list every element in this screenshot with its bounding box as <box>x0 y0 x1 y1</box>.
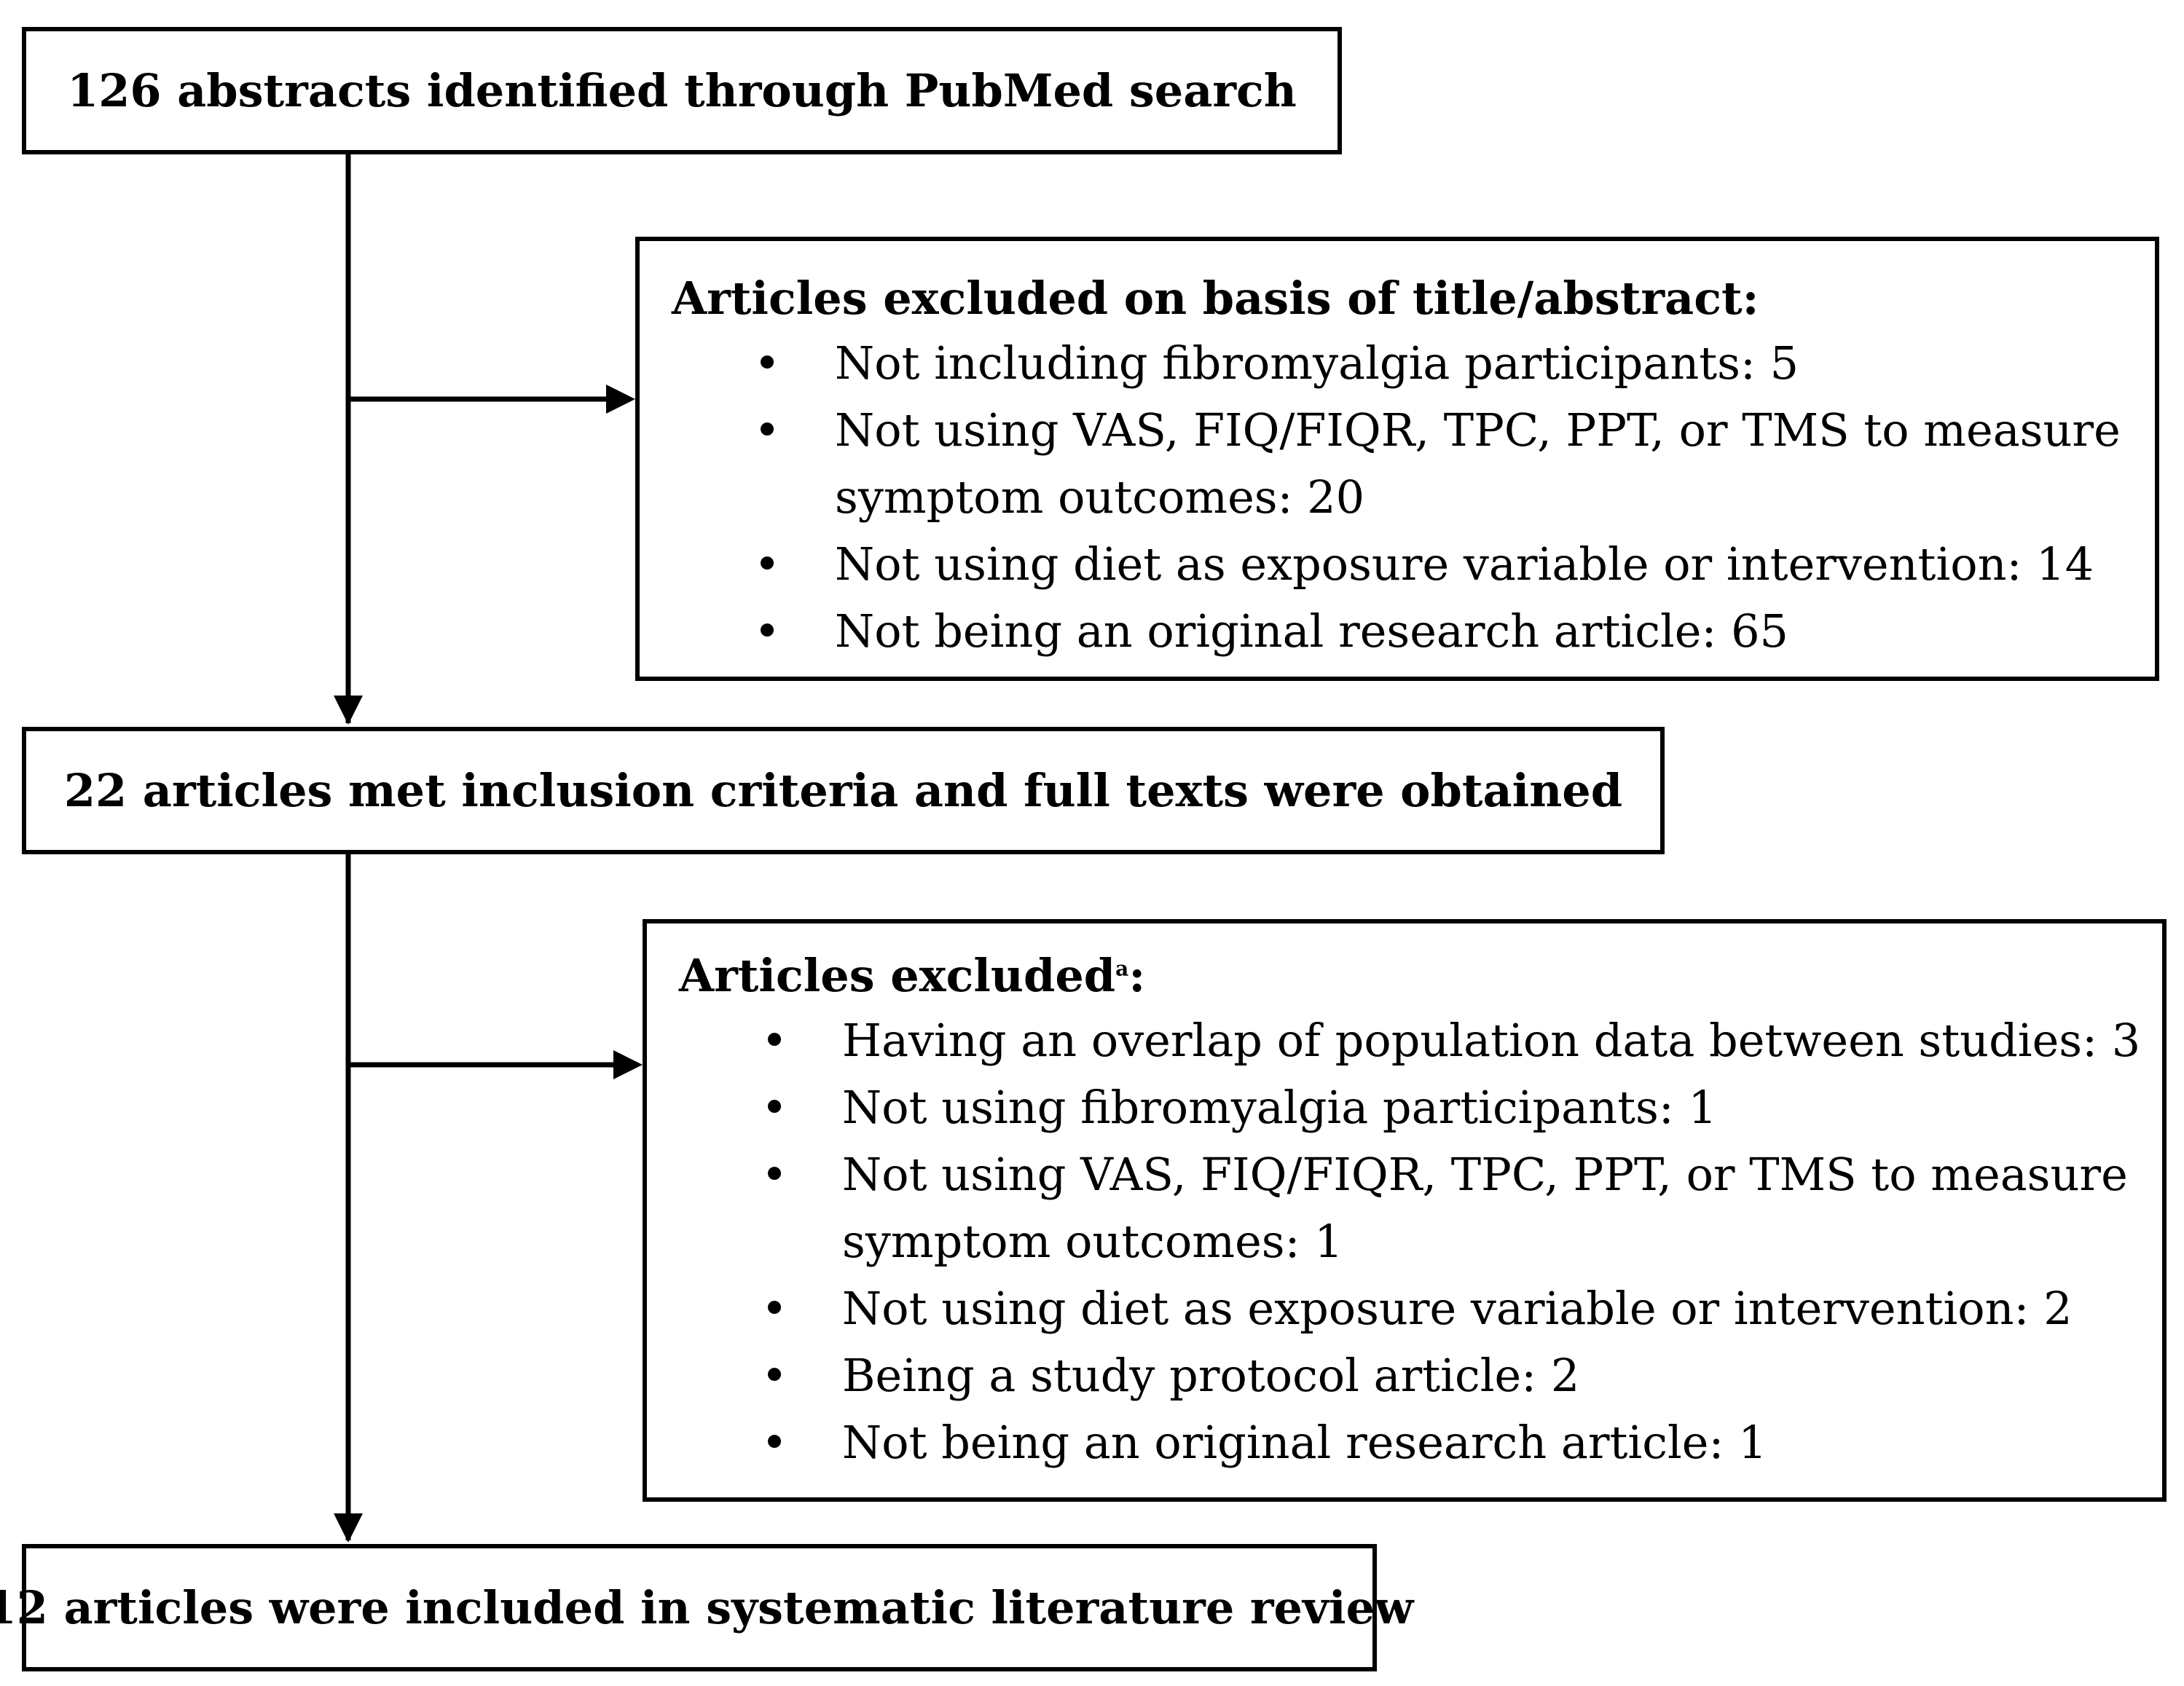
right-arrowhead-2 <box>613 1050 643 1079</box>
list-item-text: Not using VAS, FIQ/FIQR, TPC, PPT, or TM… <box>835 403 2121 524</box>
bullet-icon: • <box>761 1416 788 1469</box>
list-item: • Not being an original research article… <box>749 598 2148 665</box>
exclusion-2-title-colon: : <box>1128 949 1146 1002</box>
list-item: • Not using diet as exposure variable or… <box>756 1275 2155 1342</box>
exclusion-box-1: Articles excluded on basis of title/abst… <box>635 237 2159 681</box>
bullet-icon: • <box>761 1349 788 1402</box>
exclusion-2-title-text: Articles excluded <box>679 949 1116 1002</box>
bullet-icon: • <box>761 1014 788 1067</box>
included-text: 12 articles were included in systematic … <box>0 1581 1414 1634</box>
down-arrowhead-1 <box>334 696 363 725</box>
list-item: • Not using diet as exposure variable or… <box>749 531 2148 598</box>
list-item-text: Having an overlap of population data bet… <box>842 1014 2141 1067</box>
list-item-text: Not including fibromyalgia participants:… <box>835 336 1799 390</box>
list-item-text: Not using diet as exposure variable or i… <box>835 537 2094 591</box>
list-item-text: Not using diet as exposure variable or i… <box>842 1282 2073 1335</box>
exclusion-2-title: Articles excludeda: <box>679 949 1145 1002</box>
list-item-text: Not being an original research article: … <box>835 604 1788 658</box>
identified-box: 126 abstracts identified through PubMed … <box>22 27 1342 154</box>
bullet-icon: • <box>761 1148 788 1201</box>
met-criteria-box: 22 articles met inclusion criteria and f… <box>22 727 1665 854</box>
footnote-marker: a <box>1115 956 1129 981</box>
included-box: 12 articles were included in systematic … <box>0 1544 1413 1671</box>
exclusion-2-list: • Having an overlap of population data b… <box>756 1007 2155 1476</box>
list-item: • Having an overlap of population data b… <box>756 1007 2155 1074</box>
right-arrowhead-1 <box>606 385 635 414</box>
exclusion-1-title: Articles excluded on basis of title/abst… <box>672 272 1759 325</box>
bullet-icon: • <box>753 403 781 457</box>
list-item-text: Not being an original research article: … <box>842 1416 1767 1469</box>
list-item: • Not using fibromyalgia participants: 1 <box>756 1074 2155 1141</box>
exclusion-box-2: Articles excludeda: • Having an overlap … <box>643 919 2167 1502</box>
list-item: • Not including fibromyalgia participant… <box>749 330 2148 397</box>
list-item: • Not using VAS, FIQ/FIQR, TPC, PPT, or … <box>749 397 2148 531</box>
bullet-icon: • <box>761 1282 788 1335</box>
bullet-icon: • <box>753 604 781 658</box>
list-item: • Not using VAS, FIQ/FIQR, TPC, PPT, or … <box>756 1141 2155 1275</box>
met-criteria-text: 22 articles met inclusion criteria and f… <box>63 764 1623 817</box>
list-item: • Being a study protocol article: 2 <box>756 1342 2155 1409</box>
bullet-icon: • <box>761 1081 788 1134</box>
bullet-icon: • <box>753 537 781 591</box>
bullet-icon: • <box>753 336 781 390</box>
identified-text: 126 abstracts identified through PubMed … <box>67 64 1297 117</box>
list-item-text: Being a study protocol article: 2 <box>842 1349 1580 1402</box>
exclusion-1-list: • Not including fibromyalgia participant… <box>749 330 2148 665</box>
list-item-text: Not using VAS, FIQ/FIQR, TPC, PPT, or TM… <box>842 1148 2128 1268</box>
list-item: • Not being an original research article… <box>756 1409 2155 1476</box>
list-item-text: Not using fibromyalgia participants: 1 <box>842 1081 1717 1134</box>
down-arrowhead-2 <box>334 1513 363 1543</box>
